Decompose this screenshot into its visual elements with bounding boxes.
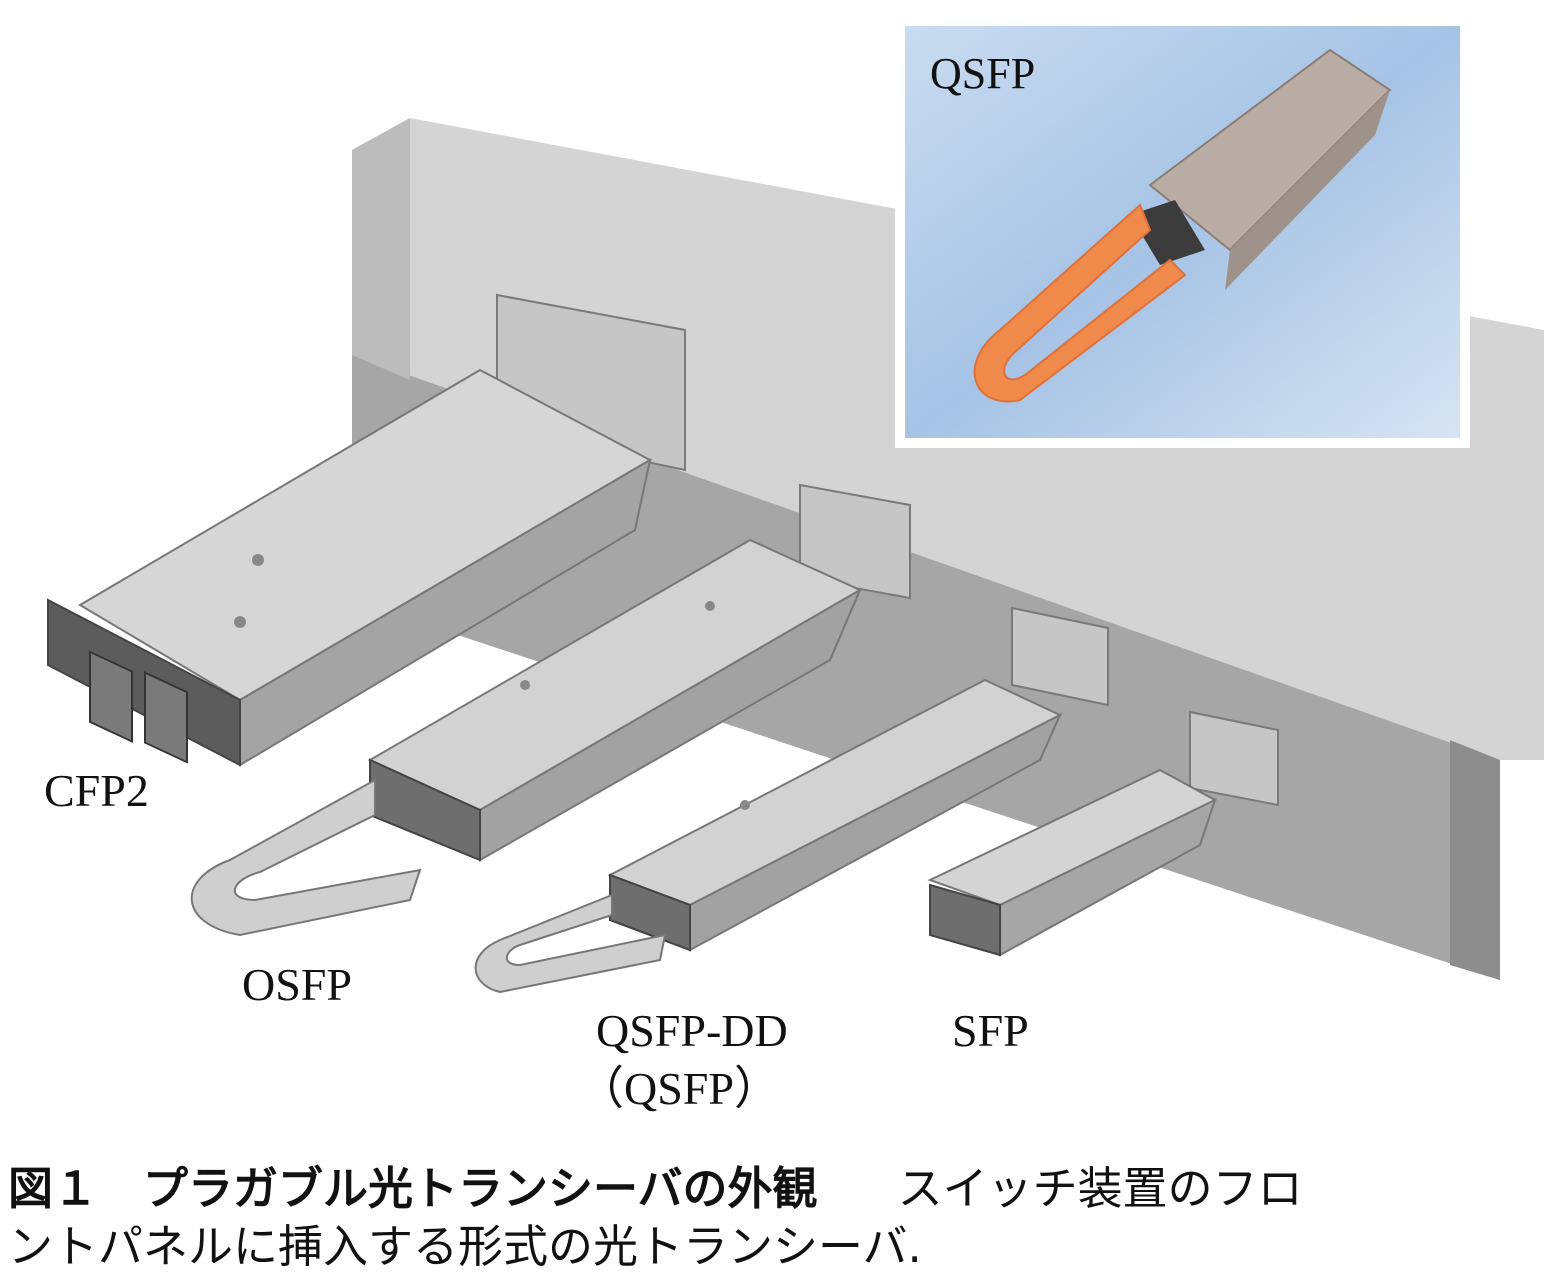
- qsfp-photo-connector: [1130, 200, 1205, 265]
- transceiver-illustration: [47, 18, 1544, 994]
- caption-text-line1: スイッチ装置のフロ: [897, 1162, 1303, 1215]
- qsfp-dd-module: [474, 678, 1063, 994]
- qsfp-photo-inset: [895, 18, 1470, 448]
- sfp-module: [927, 768, 1218, 957]
- caption-text-line2: ントパネルに挿入する形式の光トランシーバ.: [8, 1220, 922, 1273]
- figure-caption: 図１ プラガブル光トランシーバの外観 スイッチ装置のフロ ントパネルに挿入する形式…: [8, 1160, 1538, 1276]
- label-sfp: SFP: [952, 1005, 1029, 1056]
- label-inset-qsfp: QSFP: [930, 49, 1036, 98]
- caption-title: 図１ プラガブル光トランシーバの外観: [8, 1162, 818, 1215]
- label-cfp2: CFP2: [44, 765, 149, 816]
- port-sfp: [1189, 710, 1279, 807]
- osfp-module: [190, 538, 863, 937]
- qsfp-dd-pull-tab: [474, 893, 667, 994]
- port-osfp: [799, 483, 911, 600]
- label-osfp: OSFP: [242, 959, 352, 1010]
- osfp-pull-tab: [190, 778, 422, 937]
- cfp2-connector-right: [144, 671, 188, 764]
- chassis-side-face: [1450, 740, 1500, 980]
- label-qsfp-dd: QSFP-DD: [596, 1005, 788, 1056]
- label-qsfp-dd-sub: （QSFP）: [578, 1063, 780, 1114]
- port-qsfp-dd: [1011, 606, 1109, 707]
- cfp2-module: [47, 368, 653, 767]
- cfp2-connector-left: [89, 650, 133, 744]
- sfp-front-face: [929, 883, 1001, 957]
- qsfp-photo-orange-latch: [973, 203, 1187, 403]
